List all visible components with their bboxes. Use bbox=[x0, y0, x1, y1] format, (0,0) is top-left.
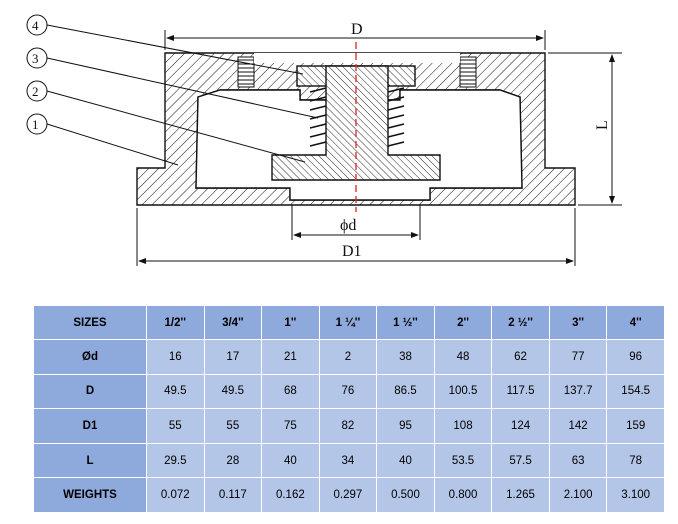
table-cell: 0.117 bbox=[203, 477, 263, 513]
dimension-D1 bbox=[136, 208, 576, 266]
dimensions-table: SIZES 1/2'' 3/4'' 1'' 1 ¼'' 1 ½'' 2'' 2 … bbox=[33, 305, 665, 513]
table-cell: 55 bbox=[146, 408, 205, 444]
table-row: L 29.5 28 40 34 40 53.5 57.5 63 78 bbox=[33, 442, 665, 479]
header-cell: 1 ¼'' bbox=[318, 305, 378, 340]
callout-2: 2 bbox=[26, 80, 306, 163]
table-cell: 1.265 bbox=[491, 477, 550, 513]
table-cell: 49.5 bbox=[146, 373, 205, 410]
row-label: L bbox=[33, 442, 147, 479]
dimension-D1-label: D1 bbox=[342, 243, 362, 260]
table-cell: 55 bbox=[203, 408, 263, 444]
table-cell: 62 bbox=[491, 339, 550, 375]
header-cell: 1'' bbox=[261, 305, 320, 340]
header-cell: SIZES bbox=[33, 305, 147, 340]
table-cell: 75 bbox=[261, 408, 320, 444]
table-cell: 48 bbox=[433, 339, 493, 375]
row-label: WEIGHTS bbox=[33, 477, 147, 513]
table-cell: 117.5 bbox=[491, 373, 550, 410]
table-cell: 57.5 bbox=[491, 442, 550, 479]
table-cell: 2 bbox=[318, 339, 378, 375]
table-cell: 159 bbox=[606, 408, 665, 444]
table-cell: 2.100 bbox=[548, 477, 608, 513]
row-label: D1 bbox=[33, 408, 147, 444]
svg-text:3: 3 bbox=[32, 51, 39, 66]
table-header-row: SIZES 1/2'' 3/4'' 1'' 1 ¼'' 1 ½'' 2'' 2 … bbox=[33, 305, 665, 340]
table-cell: 53.5 bbox=[433, 442, 493, 479]
table-cell: 3.100 bbox=[606, 477, 665, 513]
header-cell: 2 ½'' bbox=[491, 305, 550, 340]
table-cell: 0.072 bbox=[146, 477, 205, 513]
dimension-D-label: D bbox=[351, 21, 363, 38]
header-cell: 1 ½'' bbox=[376, 305, 435, 340]
table-cell: 77 bbox=[548, 339, 608, 375]
table-cell: 0.297 bbox=[318, 477, 378, 513]
dimension-d-label: ϕd bbox=[340, 217, 356, 234]
table-cell: 96 bbox=[606, 339, 665, 375]
table-cell: 21 bbox=[261, 339, 320, 375]
table-cell: 38 bbox=[376, 339, 435, 375]
table-cell: 16 bbox=[146, 339, 205, 375]
svg-text:4: 4 bbox=[32, 18, 39, 33]
row-label: D bbox=[33, 373, 147, 410]
table-cell: 40 bbox=[261, 442, 320, 479]
table-cell: 86.5 bbox=[376, 373, 435, 410]
table-row: Ød 16 17 21 2 38 48 62 77 96 bbox=[33, 339, 665, 375]
table-cell: 137.7 bbox=[548, 373, 608, 410]
table-cell: 17 bbox=[203, 339, 263, 375]
dimension-D bbox=[164, 30, 546, 50]
thread-detail bbox=[237, 56, 477, 88]
row-label: Ød bbox=[33, 339, 147, 375]
table-cell: 40 bbox=[376, 442, 435, 479]
svg-text:2: 2 bbox=[32, 84, 39, 99]
table-cell: 34 bbox=[318, 442, 378, 479]
header-cell: 1/2'' bbox=[146, 305, 205, 340]
table-cell: 29.5 bbox=[146, 442, 205, 479]
header-cell: 4'' bbox=[606, 305, 665, 340]
table-cell: 76 bbox=[318, 373, 378, 410]
header-cell: 3/4'' bbox=[203, 305, 263, 340]
dimension-L bbox=[548, 52, 622, 206]
table-cell: 0.800 bbox=[433, 477, 493, 513]
table-cell: 49.5 bbox=[203, 373, 263, 410]
table-cell: 82 bbox=[318, 408, 378, 444]
table-row: D 49.5 49.5 68 76 86.5 100.5 117.5 137.7… bbox=[33, 373, 665, 410]
table-cell: 0.162 bbox=[261, 477, 320, 513]
table-cell: 95 bbox=[376, 408, 435, 444]
check-valve-section-drawing: D L ϕd D1 4 3 2 1 bbox=[26, 14, 622, 266]
header-cell: 2'' bbox=[433, 305, 493, 340]
table-cell: 108 bbox=[433, 408, 493, 444]
table-cell: 28 bbox=[203, 442, 263, 479]
spring bbox=[309, 87, 405, 147]
table-cell: 68 bbox=[261, 373, 320, 410]
callout-4: 4 bbox=[26, 14, 304, 75]
callout-3: 3 bbox=[26, 47, 319, 119]
table-cell: 100.5 bbox=[433, 373, 493, 410]
svg-text:1: 1 bbox=[32, 117, 39, 132]
table-cell: 78 bbox=[606, 442, 665, 479]
table-row: D1 55 55 75 82 95 108 124 142 159 bbox=[33, 408, 665, 444]
callout-1: 1 bbox=[26, 113, 179, 166]
table-row: WEIGHTS 0.072 0.117 0.162 0.297 0.500 0.… bbox=[33, 477, 665, 513]
table-cell: 124 bbox=[491, 408, 550, 444]
dimension-L-label: L bbox=[594, 120, 611, 130]
table-cell: 142 bbox=[548, 408, 608, 444]
dimension-d bbox=[291, 205, 421, 240]
table-cell: 154.5 bbox=[606, 373, 665, 410]
table-cell: 0.500 bbox=[376, 477, 435, 513]
header-cell: 3'' bbox=[548, 305, 608, 340]
table-cell: 63 bbox=[548, 442, 608, 479]
